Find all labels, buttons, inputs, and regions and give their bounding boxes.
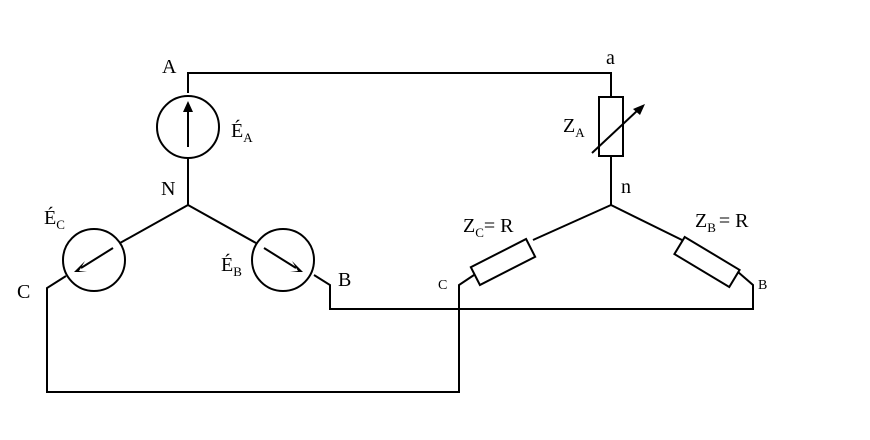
impedance-zb [673,235,741,289]
wires [46,72,754,393]
source-eb [251,228,315,292]
node-n-label: N [161,178,175,200]
source-eb-circle [251,228,315,292]
load-node-a-label: a [606,47,615,69]
node-c-label: C [17,281,30,303]
source-eb-label: ÉB [221,253,242,279]
source-ea-circle [156,95,220,159]
impedance-za-label: ZA [563,115,585,140]
source-eb-arrowhead [290,261,303,272]
source-ea [156,95,220,159]
wire-phase-c [46,274,475,393]
source-ec-arrowhead [74,261,87,272]
wire-n-to-zb [610,204,683,241]
wire-phase-a [187,72,612,97]
wire-n-to-zc [532,204,612,241]
source-ea-arrowhead [183,101,193,112]
impedance-za [591,96,645,157]
load-node-b-label: B [758,278,767,293]
source-ec-label: ÉC [44,206,65,232]
source-ec-arrow [80,247,114,269]
impedance-zb-body [673,235,741,289]
source-ea-label: ÉA [231,119,253,145]
impedance-zc [469,237,537,287]
wire-phase-b [313,271,754,310]
load-node-c-label: C [438,278,447,293]
wire-n-to-ec [119,204,189,244]
impedance-zc-body [469,237,537,287]
wire-n-to-eb [187,204,257,244]
variable-arrow-head [633,104,645,115]
impedance-za-body [598,96,624,157]
source-eb-arrow [263,247,297,269]
impedance-zb-label: ZB= R [695,210,749,235]
source-ec-circle [62,228,126,292]
node-a-label: A [162,56,177,78]
variable-arrow-line [591,109,639,154]
node-b-label: B [338,269,351,291]
source-ec [62,228,126,292]
load-node-n-label: n [621,176,631,198]
impedance-zc-label: ZC= R [463,215,514,240]
